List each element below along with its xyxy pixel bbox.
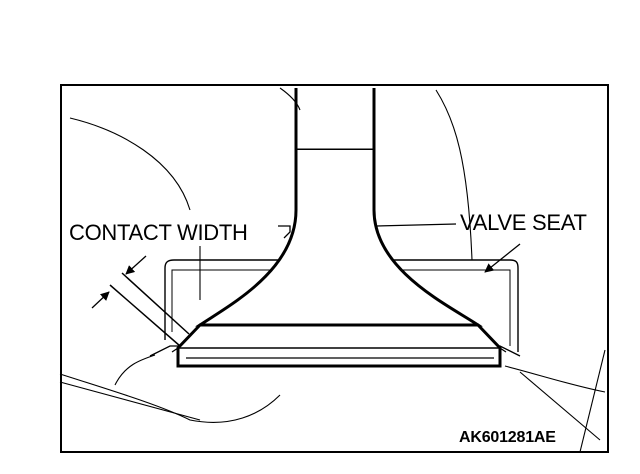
valve-seat-leader-top [375,223,457,227]
valve-seat-label: VALVE SEAT [460,210,587,235]
contact-width-label: CONTACT WIDTH [69,220,248,245]
contact-width-dimension [91,255,190,347]
diagram-frame [60,84,609,453]
valve-head [176,323,502,368]
valve-stem [294,88,376,152]
leader-lines [278,223,521,273]
dimension-extension-line [121,272,190,335]
contact-width-leader [278,225,291,239]
cylinder-head-contours [59,87,606,453]
dimension-arrow [125,255,147,275]
dimension-extension-line [109,284,181,347]
dimension-arrow [91,291,110,309]
valve-seat-insert [149,259,521,357]
valve-seat-leader-arrow [484,243,521,273]
figure-code-label: AK601281AE [459,429,556,446]
valve [171,88,507,368]
